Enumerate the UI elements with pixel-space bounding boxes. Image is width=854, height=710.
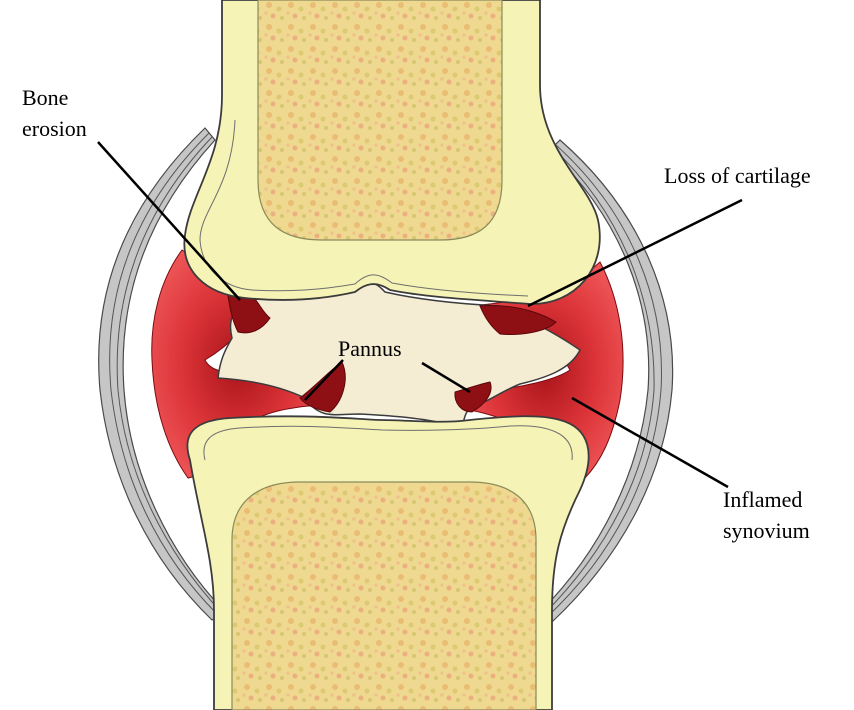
label-bone-erosion-line1: Bone bbox=[22, 85, 68, 110]
upper-bone-marrow bbox=[258, 0, 502, 240]
lower-bone bbox=[187, 416, 588, 710]
lower-bone-marrow bbox=[232, 482, 536, 710]
upper-bone bbox=[184, 0, 599, 304]
label-loss-of-cartilage: Loss of cartilage bbox=[664, 163, 811, 188]
label-bone-erosion-line2: erosion bbox=[22, 116, 87, 141]
label-pannus: Pannus bbox=[338, 336, 402, 361]
label-inflamed-synovium-line1: Inflamed bbox=[723, 487, 802, 512]
label-inflamed-synovium-line2: synovium bbox=[723, 518, 810, 543]
